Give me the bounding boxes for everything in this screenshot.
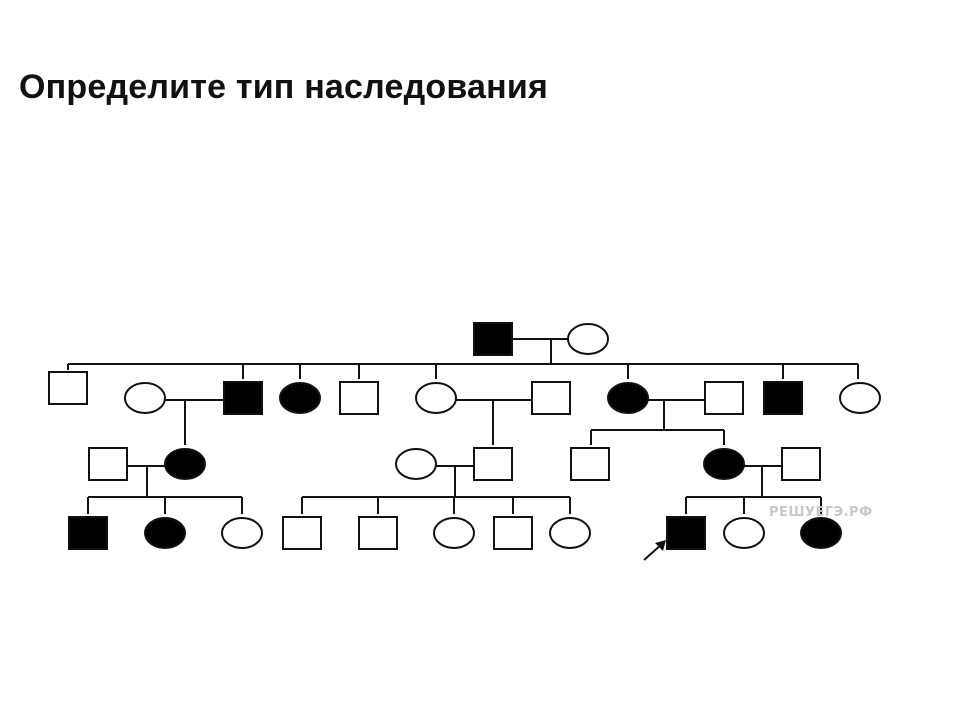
couple-ii-6-ii-7: [455, 399, 532, 445]
affected-female-iii-6: [703, 448, 745, 480]
unaffected-male-iv-7: [493, 516, 533, 550]
unaffected-female-i-2: [567, 323, 609, 355]
affected-male-iv-9: [666, 516, 706, 550]
unaffected-male-iii-5: [570, 447, 610, 481]
unaffected-female-iv-8: [549, 517, 591, 549]
unaffected-female-iv-3: [221, 517, 263, 549]
affected-female-ii-4: [279, 382, 321, 414]
couple-i-1-i-2: [67, 338, 859, 379]
affected-male-ii-10: [763, 381, 803, 415]
affected-female-iv-11: [800, 517, 842, 549]
unaffected-male-iii-7: [781, 447, 821, 481]
unaffected-female-iii-3: [395, 448, 437, 480]
unaffected-female-ii-2: [124, 382, 166, 414]
couple-iii-6-iii-7: [685, 465, 822, 514]
watermark: РЕШУЕГЭ.РФ: [769, 505, 873, 520]
unaffected-male-ii-5: [339, 381, 379, 415]
couple-iii-1-iii-2: [87, 465, 243, 514]
unaffected-male-iii-4: [473, 447, 513, 481]
unaffected-female-ii-6: [415, 382, 457, 414]
couple-ii-2-ii-3: [164, 399, 224, 445]
affected-female-ii-8: [607, 382, 649, 414]
pedigree-marks: [643, 540, 666, 561]
pedigree-individuals: [48, 322, 881, 550]
affected-male-ii-3: [223, 381, 263, 415]
unaffected-male-iv-4: [282, 516, 322, 550]
affected-female-iii-2: [164, 448, 206, 480]
affected-male-iv-1: [68, 516, 108, 550]
affected-male-i-1: [473, 322, 513, 356]
slide-title: Определите тип наследования: [19, 68, 548, 106]
unaffected-female-iv-6: [433, 517, 475, 549]
unaffected-male-ii-9: [704, 381, 744, 415]
couple-ii-8-ii-9: [590, 399, 725, 445]
pedigree-lines: [67, 338, 859, 514]
unaffected-male-ii-7: [531, 381, 571, 415]
unaffected-female-iv-10: [723, 517, 765, 549]
unaffected-male-iv-5: [358, 516, 398, 550]
affected-female-iv-2: [144, 517, 186, 549]
unaffected-male-ii-1: [48, 371, 88, 405]
couple-iii-4-iii-5: [301, 465, 571, 514]
unaffected-male-iii-1: [88, 447, 128, 481]
unaffected-female-ii-11: [839, 382, 881, 414]
proband-arrow-head: [655, 540, 666, 551]
